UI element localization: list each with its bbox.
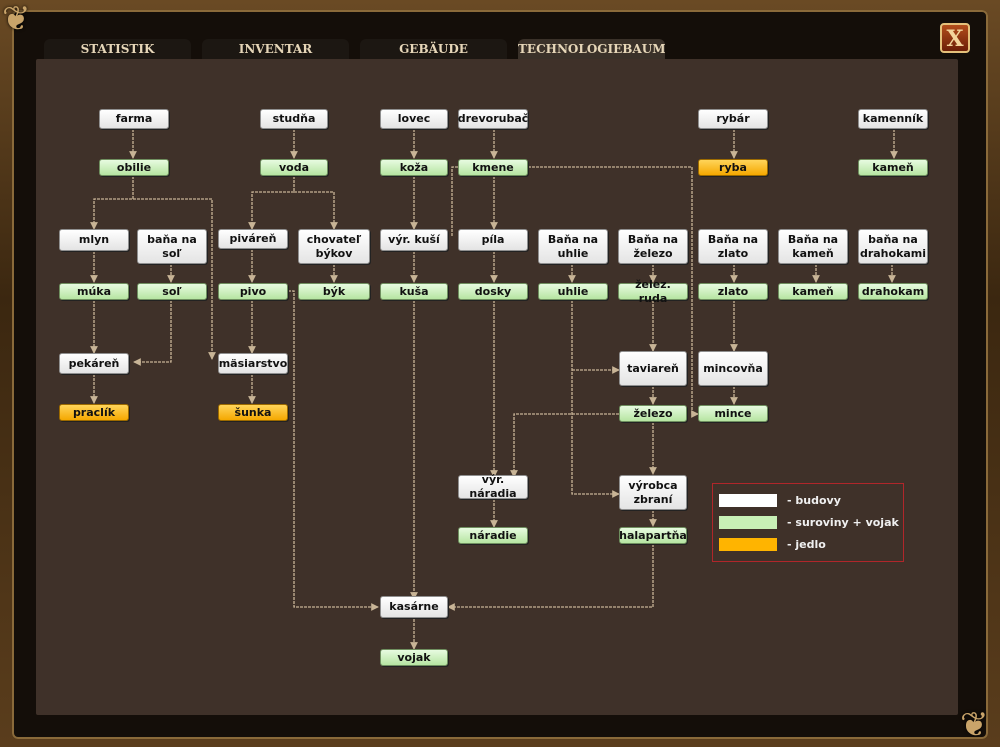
legend-swatch-building bbox=[719, 494, 777, 507]
legend-label-food: - jedlo bbox=[787, 538, 826, 551]
node-rybar[interactable]: rybár bbox=[698, 109, 768, 129]
close-button[interactable]: X bbox=[940, 23, 970, 53]
node-chovatel-line2: býkov bbox=[315, 246, 353, 260]
node-muka[interactable]: múka bbox=[59, 283, 129, 300]
node-bana-zlato-line2: zlato bbox=[717, 246, 749, 260]
node-farma[interactable]: farma bbox=[99, 109, 169, 129]
node-koza[interactable]: koža bbox=[380, 159, 448, 176]
node-mlyn[interactable]: mlyn bbox=[59, 229, 129, 251]
node-zelezo[interactable]: železo bbox=[619, 405, 687, 422]
tab-statistik[interactable]: STATISTIK bbox=[44, 39, 191, 59]
node-bana-uhlie-line1: Baňa na bbox=[547, 232, 599, 246]
node-voda[interactable]: voda bbox=[260, 159, 328, 176]
node-bana-zelezo-line1: Baňa na bbox=[627, 232, 679, 246]
node-bana-uhlie-line2: uhlie bbox=[557, 246, 589, 260]
node-naradie[interactable]: náradie bbox=[458, 527, 528, 544]
node-sunka[interactable]: šunka bbox=[218, 404, 288, 421]
legend-swatch-resource bbox=[719, 516, 777, 529]
node-bana-sol-line2: soľ bbox=[162, 246, 182, 260]
corner-ornament-icon: ❦ bbox=[960, 705, 989, 745]
tree-connectors bbox=[90, 129, 898, 650]
node-kamen[interactable]: kameň bbox=[778, 283, 848, 300]
node-chovatel-line1: chovateľ bbox=[306, 232, 362, 246]
node-bana-drahokami-line2: drahokami bbox=[859, 246, 927, 260]
node-masiarstvo[interactable]: mäsiarstvo bbox=[218, 353, 288, 374]
node-pila[interactable]: píla bbox=[458, 229, 528, 251]
node-obilie[interactable]: obilie bbox=[99, 159, 169, 176]
node-drevorubac[interactable]: drevorubač bbox=[458, 109, 528, 129]
node-mincovna[interactable]: mincovňa bbox=[698, 351, 768, 386]
node-zlato[interactable]: zlato bbox=[698, 283, 768, 300]
node-dosky[interactable]: dosky bbox=[458, 283, 528, 300]
node-pivaren[interactable]: piváreň bbox=[218, 229, 288, 249]
node-kusa[interactable]: kuša bbox=[380, 283, 448, 300]
node-byk[interactable]: býk bbox=[298, 283, 370, 300]
legend: - budovy - suroviny + vojak - jedlo bbox=[712, 483, 904, 562]
node-pivo[interactable]: pivo bbox=[218, 283, 288, 300]
node-zelez-ruda[interactable]: želez. ruda bbox=[618, 278, 688, 305]
node-kmene[interactable]: kmene bbox=[458, 159, 528, 176]
node-mince[interactable]: mince bbox=[698, 405, 768, 422]
node-drahokam[interactable]: drahokam bbox=[858, 283, 928, 300]
node-vyr-kusi[interactable]: výr. kuší bbox=[380, 229, 448, 251]
node-taviaren[interactable]: taviareň bbox=[619, 351, 687, 386]
tab-technologiebaum[interactable]: TECHNOLOGIEBAUM bbox=[518, 39, 666, 59]
tab-gebaude[interactable]: GEBÄUDE bbox=[360, 39, 507, 59]
node-studna[interactable]: studňa bbox=[260, 109, 328, 129]
legend-label-building: - budovy bbox=[787, 494, 841, 507]
node-sol[interactable]: soľ bbox=[137, 283, 207, 300]
node-vyrobca-zbrani-line2: zbraní bbox=[633, 492, 673, 506]
node-praclik[interactable]: praclík bbox=[59, 404, 129, 421]
node-uhlie[interactable]: uhlie bbox=[538, 283, 608, 300]
node-bana-drahokami-line1: baňa na bbox=[868, 232, 918, 246]
node-kamennik[interactable]: kamenník bbox=[858, 109, 928, 129]
node-kamen-top[interactable]: kameň bbox=[858, 159, 928, 176]
node-halapartna[interactable]: halapartňa bbox=[619, 527, 687, 544]
node-bana-sol-line1: baňa na bbox=[147, 232, 197, 246]
node-bana-zlato-line1: Baňa na bbox=[707, 232, 759, 246]
tab-inventar[interactable]: INVENTAR bbox=[202, 39, 349, 59]
node-vojak[interactable]: vojak bbox=[380, 649, 448, 666]
node-bana-kamen-line1: Baňa na bbox=[787, 232, 839, 246]
technology-tree-panel: farma studňa lovec drevorubač rybár kame… bbox=[36, 59, 958, 715]
node-vyr-naradia[interactable]: výr. náradia bbox=[458, 473, 528, 500]
node-lovec[interactable]: lovec bbox=[380, 109, 448, 129]
legend-label-resource: - suroviny + vojak bbox=[787, 516, 899, 529]
corner-ornament-icon: ❦ bbox=[2, 0, 31, 39]
node-pekaren[interactable]: pekáreň bbox=[59, 353, 129, 374]
node-bana-zelezo-line2: železo bbox=[633, 246, 673, 260]
node-ryba[interactable]: ryba bbox=[698, 159, 768, 176]
node-kasarne[interactable]: kasárne bbox=[380, 596, 448, 618]
node-bana-kamen-line2: kameň bbox=[792, 246, 834, 260]
legend-swatch-food bbox=[719, 538, 777, 551]
node-vyrobca-zbrani-line1: výrobca bbox=[628, 478, 678, 492]
